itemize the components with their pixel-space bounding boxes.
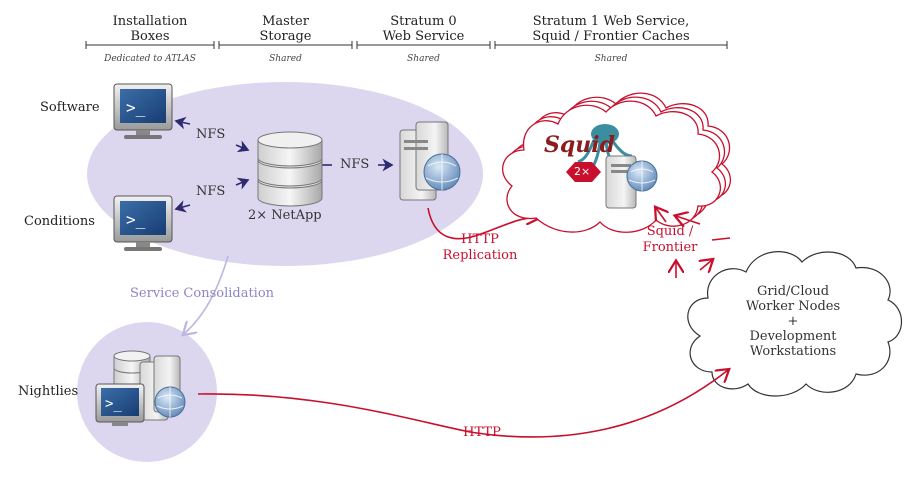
squid-logo: Squid bbox=[544, 124, 633, 172]
conditions-monitor-icon: >_ bbox=[113, 195, 173, 251]
header-title-line1: Master bbox=[262, 14, 309, 29]
header-stratum1: Stratum 1 Web Service, Squid / Frontier … bbox=[495, 14, 727, 44]
label-nfs-top: NFS bbox=[196, 127, 226, 142]
header-title-line2: Storage bbox=[259, 29, 312, 44]
netapp-storage-icon bbox=[257, 131, 323, 207]
cloud-line5: Workstations bbox=[749, 344, 837, 359]
service-consolidation-arrow bbox=[184, 255, 229, 334]
cloud-line1: Grid/Cloud bbox=[756, 284, 830, 299]
header-sub-stratum1: Shared bbox=[594, 54, 628, 64]
squid-server-icon bbox=[605, 155, 658, 209]
header-brackets bbox=[85, 41, 728, 49]
svg-text:>_: >_ bbox=[126, 98, 146, 117]
header-sub-stratum0: Shared bbox=[407, 54, 440, 64]
header-installation-boxes: Installation Boxes bbox=[86, 14, 214, 44]
header-title-line1: Stratum 1 Web Service, bbox=[532, 14, 690, 29]
svg-text:>_: >_ bbox=[105, 396, 122, 412]
squid-logo-text: Squid bbox=[544, 132, 615, 158]
software-monitor-icon: >_ bbox=[113, 83, 173, 139]
label-netapp: 2× NetApp bbox=[248, 208, 322, 223]
label-http-replication: HTTP Replication bbox=[430, 232, 530, 264]
http-replication-line1: HTTP bbox=[461, 232, 499, 247]
header-master-storage: Master Storage bbox=[219, 14, 352, 44]
nfs-arrows bbox=[174, 116, 394, 213]
header-title-line2: Squid / Frontier Caches bbox=[532, 29, 690, 44]
nightlies-icon: >_ bbox=[95, 350, 186, 426]
http-bottom-arrow bbox=[197, 370, 728, 438]
cloud-line2: Worker Nodes bbox=[745, 299, 841, 314]
stratum0-server-icon bbox=[399, 121, 461, 201]
header-title-line1: Stratum 0 bbox=[390, 14, 457, 29]
header-title-line2: Boxes bbox=[130, 29, 170, 44]
header-title-line2: Web Service bbox=[382, 29, 465, 44]
squid-frontier-arrows bbox=[656, 208, 731, 278]
label-conditions: Conditions bbox=[24, 214, 95, 229]
label-software: Software bbox=[40, 100, 100, 115]
svg-text:>_: >_ bbox=[126, 210, 146, 229]
cloud-line4: Development bbox=[749, 329, 837, 344]
http-replication-arrow bbox=[427, 207, 538, 240]
squid-count-text: 2× bbox=[574, 165, 591, 178]
label-nfs-right: NFS bbox=[340, 157, 370, 172]
header-sub-installation: Dedicated to ATLAS bbox=[104, 54, 196, 64]
squid-frontier-line1: Squid / bbox=[646, 224, 694, 239]
http-replication-line2: Replication bbox=[442, 248, 518, 263]
squid-frontier-line2: Frontier bbox=[642, 240, 698, 255]
cloud-line3: + bbox=[787, 314, 799, 329]
worker-cloud-text: Grid/Cloud Worker Nodes + Development Wo… bbox=[733, 284, 853, 359]
label-service-consolidation: Service Consolidation bbox=[130, 286, 275, 301]
header-stratum0: Stratum 0 Web Service bbox=[357, 14, 490, 44]
squid-count-badge bbox=[566, 162, 601, 182]
header-sub-master: Shared bbox=[269, 54, 302, 64]
label-squid-frontier: Squid / Frontier bbox=[630, 224, 710, 256]
header-title-line1: Installation bbox=[112, 14, 188, 29]
label-http-bottom: HTTP bbox=[463, 425, 501, 440]
label-nightlies: Nightlies bbox=[18, 384, 79, 399]
label-nfs-bottom: NFS bbox=[196, 184, 226, 199]
worker-cloud bbox=[687, 251, 902, 397]
